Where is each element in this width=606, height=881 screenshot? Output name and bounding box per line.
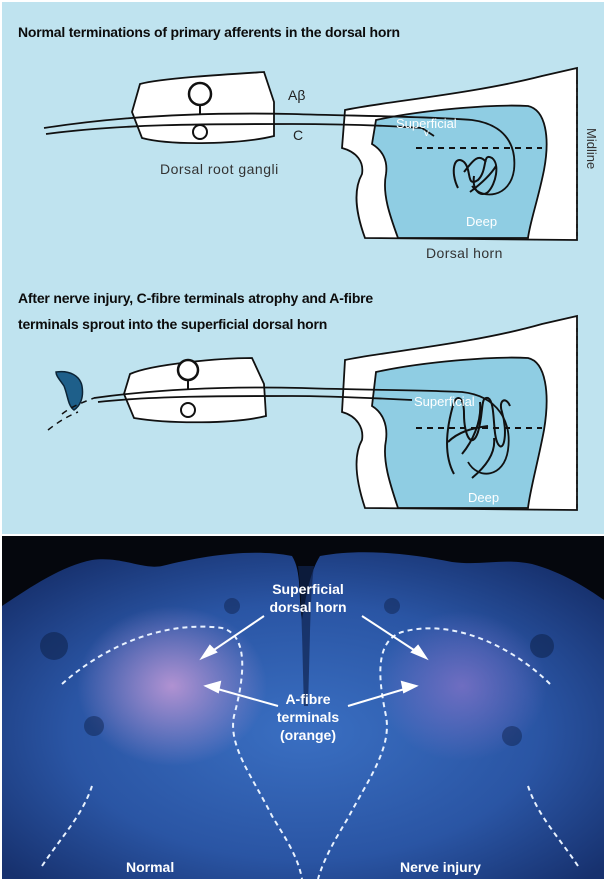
normal-diagram: Aβ C Dorsal root gangli Superficial v De… [44, 68, 599, 261]
superficial-dh-line2: dorsal horn [269, 599, 346, 615]
afibre-line3: (orange) [280, 727, 336, 743]
dorsal-horn-label: Dorsal horn [426, 245, 503, 261]
micrograph-panel: Superficial dorsal horn A-fibre terminal… [2, 536, 604, 879]
injury-label: Nerve injury [400, 859, 481, 875]
afibre-line1: A-fibre [285, 691, 330, 707]
injury-heading-line1: After nerve injury, C-fibre terminals at… [18, 288, 373, 308]
normal-label: Normal [126, 859, 174, 875]
cut-nerve-end [56, 372, 83, 410]
ganglion-cell-small-2 [181, 403, 195, 417]
ganglion-label: Dorsal root gangli [160, 161, 279, 177]
ganglion-cell-large-2 [178, 360, 198, 380]
superficial-pointer: v [424, 128, 429, 139]
deep-label: Deep [466, 214, 497, 229]
c-label: C [293, 127, 303, 143]
afibre-line2: terminals [277, 709, 339, 725]
ganglion-cell-large [189, 83, 211, 105]
injury-diagram: Superficial Deep [48, 316, 577, 510]
midline-label: Midline [584, 128, 599, 169]
dorsal-horn-shape-2 [372, 358, 547, 508]
deep-label-2: Deep [468, 490, 499, 505]
normal-terminal-glow [77, 606, 267, 766]
abeta-label: Aβ [288, 87, 305, 103]
micrograph-svg: Superficial dorsal horn A-fibre terminal… [2, 536, 604, 879]
injury-heading-line2: terminals sprout into the superficial do… [18, 314, 327, 334]
schematic-panel: Normal terminations of primary afferents… [2, 2, 604, 534]
superficial-label-2: Superficial [414, 394, 475, 409]
schematic-svg: Aβ C Dorsal root gangli Superficial v De… [2, 2, 604, 534]
ganglion-cell-small [193, 125, 207, 139]
superficial-dh-line1: Superficial [272, 581, 344, 597]
